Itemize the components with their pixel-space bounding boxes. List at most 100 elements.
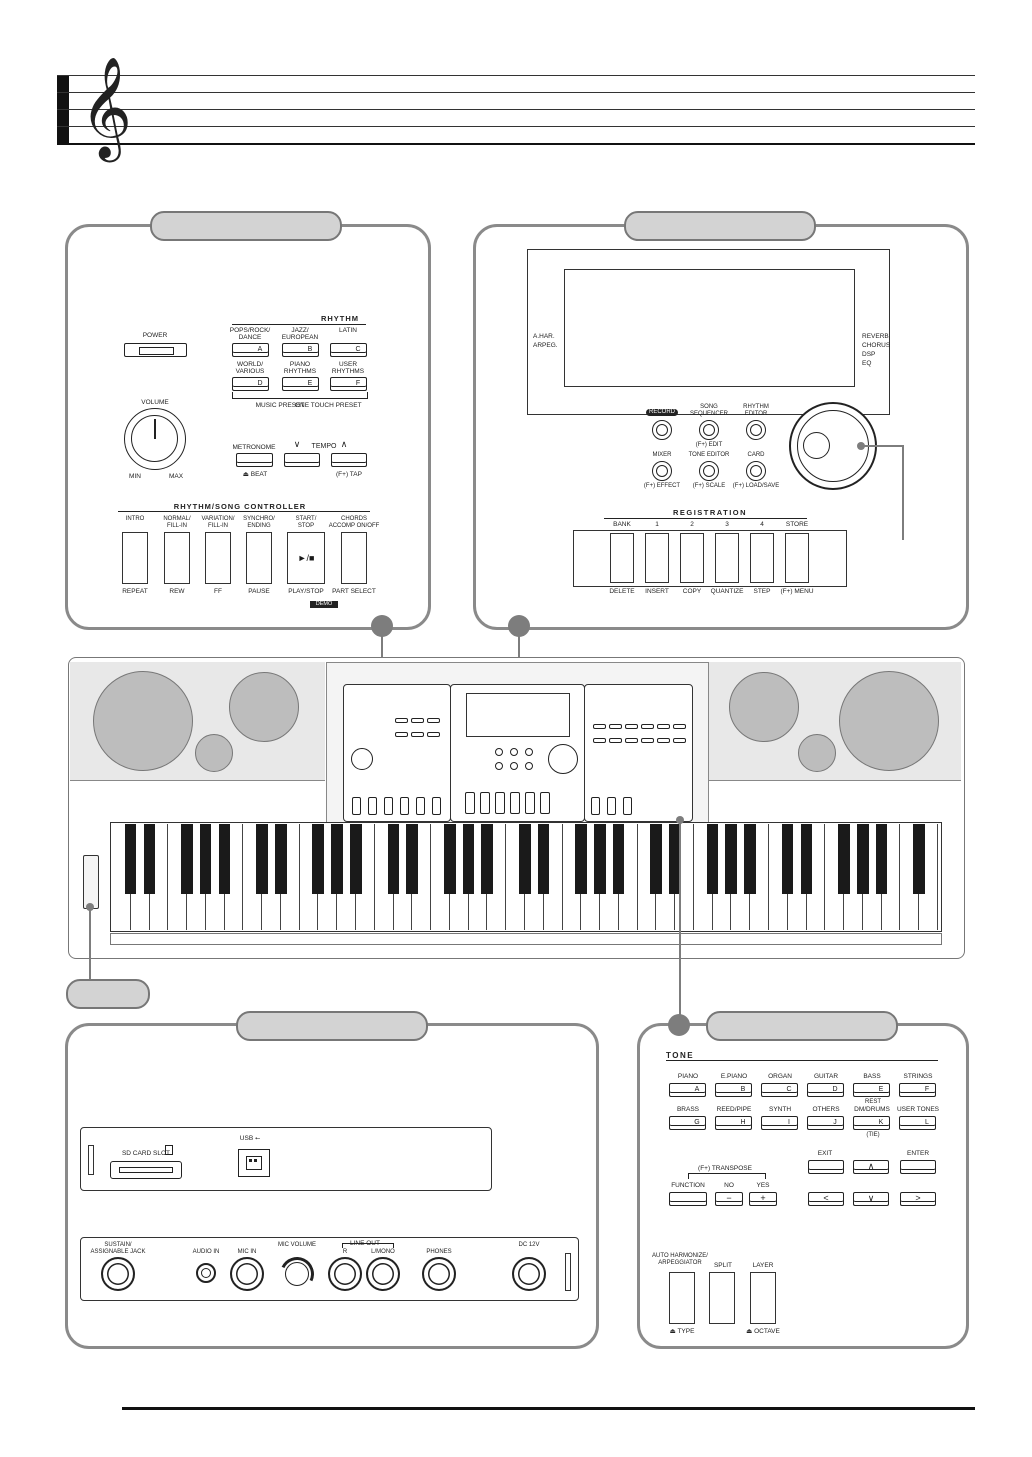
tone-title-rule [666, 1060, 938, 1061]
tone-button[interactable]: C [761, 1083, 798, 1097]
white-key [750, 824, 770, 930]
jack[interactable] [101, 1257, 135, 1291]
tempo-down-button[interactable] [284, 453, 320, 467]
rhythm-title-rule [232, 324, 366, 325]
tone-button[interactable]: L [899, 1116, 936, 1130]
registration-button[interactable] [715, 533, 739, 583]
registration-frame [573, 530, 847, 587]
left-button[interactable]: < [808, 1192, 844, 1206]
registration-title: REGISTRATION [672, 508, 748, 517]
tone-button-letter: E [878, 1086, 884, 1093]
lcd-frame [527, 249, 890, 415]
rhythm-button[interactable]: F [330, 377, 367, 391]
tempo-up-button[interactable] [331, 453, 367, 467]
registration-button[interactable] [645, 533, 669, 583]
display-round-button-inner [656, 424, 668, 436]
tone-button[interactable]: A [669, 1083, 706, 1097]
display-button-sub: (F+) EFFECT [643, 483, 681, 489]
mini-button [641, 724, 654, 729]
registration-button[interactable] [610, 533, 634, 583]
controller-button[interactable] [341, 532, 367, 584]
auto-harmonize-button[interactable] [669, 1272, 695, 1324]
display-round-button[interactable] [652, 420, 672, 440]
function-button[interactable] [669, 1192, 707, 1206]
registration-button-label: 4 [760, 521, 764, 528]
rhythm-button[interactable]: B [282, 343, 319, 357]
rhythm-button[interactable]: C [330, 343, 367, 357]
rhythm-button-letter: F [355, 380, 361, 387]
rhythm-button[interactable]: D [232, 377, 269, 391]
up-button[interactable]: ∧ [853, 1160, 889, 1174]
enter-button[interactable] [900, 1160, 936, 1174]
treble-clef-icon: 𝄞 [80, 55, 133, 158]
white-key [544, 824, 563, 930]
down-button[interactable]: ∨ [853, 1192, 889, 1206]
right-button[interactable]: > [900, 1192, 936, 1206]
tone-button[interactable]: D [807, 1083, 844, 1097]
controller-button[interactable] [164, 532, 190, 584]
music-preset-label: MUSIC PRESET [255, 402, 305, 409]
mini-button [495, 792, 505, 814]
volume-knob[interactable] [124, 408, 186, 470]
tone-button[interactable]: G [669, 1116, 706, 1130]
jack[interactable] [196, 1263, 216, 1283]
registration-button[interactable] [680, 533, 704, 583]
speaker-right-medium [729, 672, 799, 742]
sd-card-slot[interactable] [110, 1161, 182, 1179]
tone-button[interactable]: F [899, 1083, 936, 1097]
display-round-button[interactable] [746, 461, 766, 481]
jack-label: L/MONO [371, 1249, 395, 1255]
display-round-button[interactable] [652, 461, 672, 481]
black-key [274, 824, 287, 894]
black-key [575, 824, 587, 894]
exit-button[interactable] [808, 1160, 844, 1174]
mini-button [625, 724, 638, 729]
power-button[interactable] [124, 343, 187, 357]
registration-button-sub: INSERT [645, 588, 669, 595]
rhythm-connector-dot [371, 615, 393, 637]
tone-connector-dot [668, 1014, 690, 1036]
tone-button[interactable]: I [761, 1116, 798, 1130]
jack[interactable] [422, 1257, 456, 1291]
octave-label: ⏏ OCTAVE [743, 1328, 783, 1335]
controller-button[interactable] [287, 532, 325, 584]
tone-button[interactable]: J [807, 1116, 844, 1130]
registration-button[interactable] [750, 533, 774, 583]
registration-button[interactable] [785, 533, 809, 583]
shift-icon: ⏏ [746, 1328, 753, 1335]
split-button[interactable] [709, 1272, 735, 1324]
controller-button[interactable] [122, 532, 148, 584]
rhythm-button[interactable]: E [282, 377, 319, 391]
controller-button[interactable] [246, 532, 272, 584]
controller-button-label: INTRO [125, 516, 145, 522]
layer-label: LAYER [752, 1262, 774, 1269]
white-key [225, 824, 244, 930]
display-round-button[interactable] [699, 461, 719, 481]
jack[interactable] [230, 1257, 264, 1291]
jack[interactable] [328, 1257, 362, 1291]
tone-button[interactable]: B [715, 1083, 752, 1097]
display-button-label: SONG SEQUENCER [689, 404, 728, 417]
yes-plus-button[interactable]: + [749, 1192, 777, 1206]
registration-button-label: STORE [785, 521, 809, 528]
display-round-button[interactable] [699, 420, 719, 440]
rhythm-button[interactable]: A [232, 343, 269, 357]
mini-button [609, 724, 622, 729]
jack[interactable] [366, 1257, 400, 1291]
metronome-button[interactable] [236, 453, 273, 467]
pitch-bend-tab [66, 979, 150, 1009]
rhythm-button-label: LATIN [339, 327, 357, 334]
tone-button[interactable]: E [853, 1083, 890, 1097]
tone-button[interactable]: H [715, 1116, 752, 1130]
usb-port[interactable] [238, 1149, 270, 1177]
jack[interactable] [512, 1257, 546, 1291]
controller-button[interactable] [205, 532, 231, 584]
transpose-bracket [688, 1173, 766, 1179]
display-connector-dot [508, 615, 530, 637]
jack-inner [201, 1268, 211, 1278]
tone-button[interactable]: K [853, 1116, 890, 1130]
display-round-button[interactable] [746, 420, 766, 440]
mini-round-button [495, 748, 503, 756]
no-minus-button[interactable]: − [715, 1192, 743, 1206]
layer-button[interactable] [750, 1272, 776, 1324]
